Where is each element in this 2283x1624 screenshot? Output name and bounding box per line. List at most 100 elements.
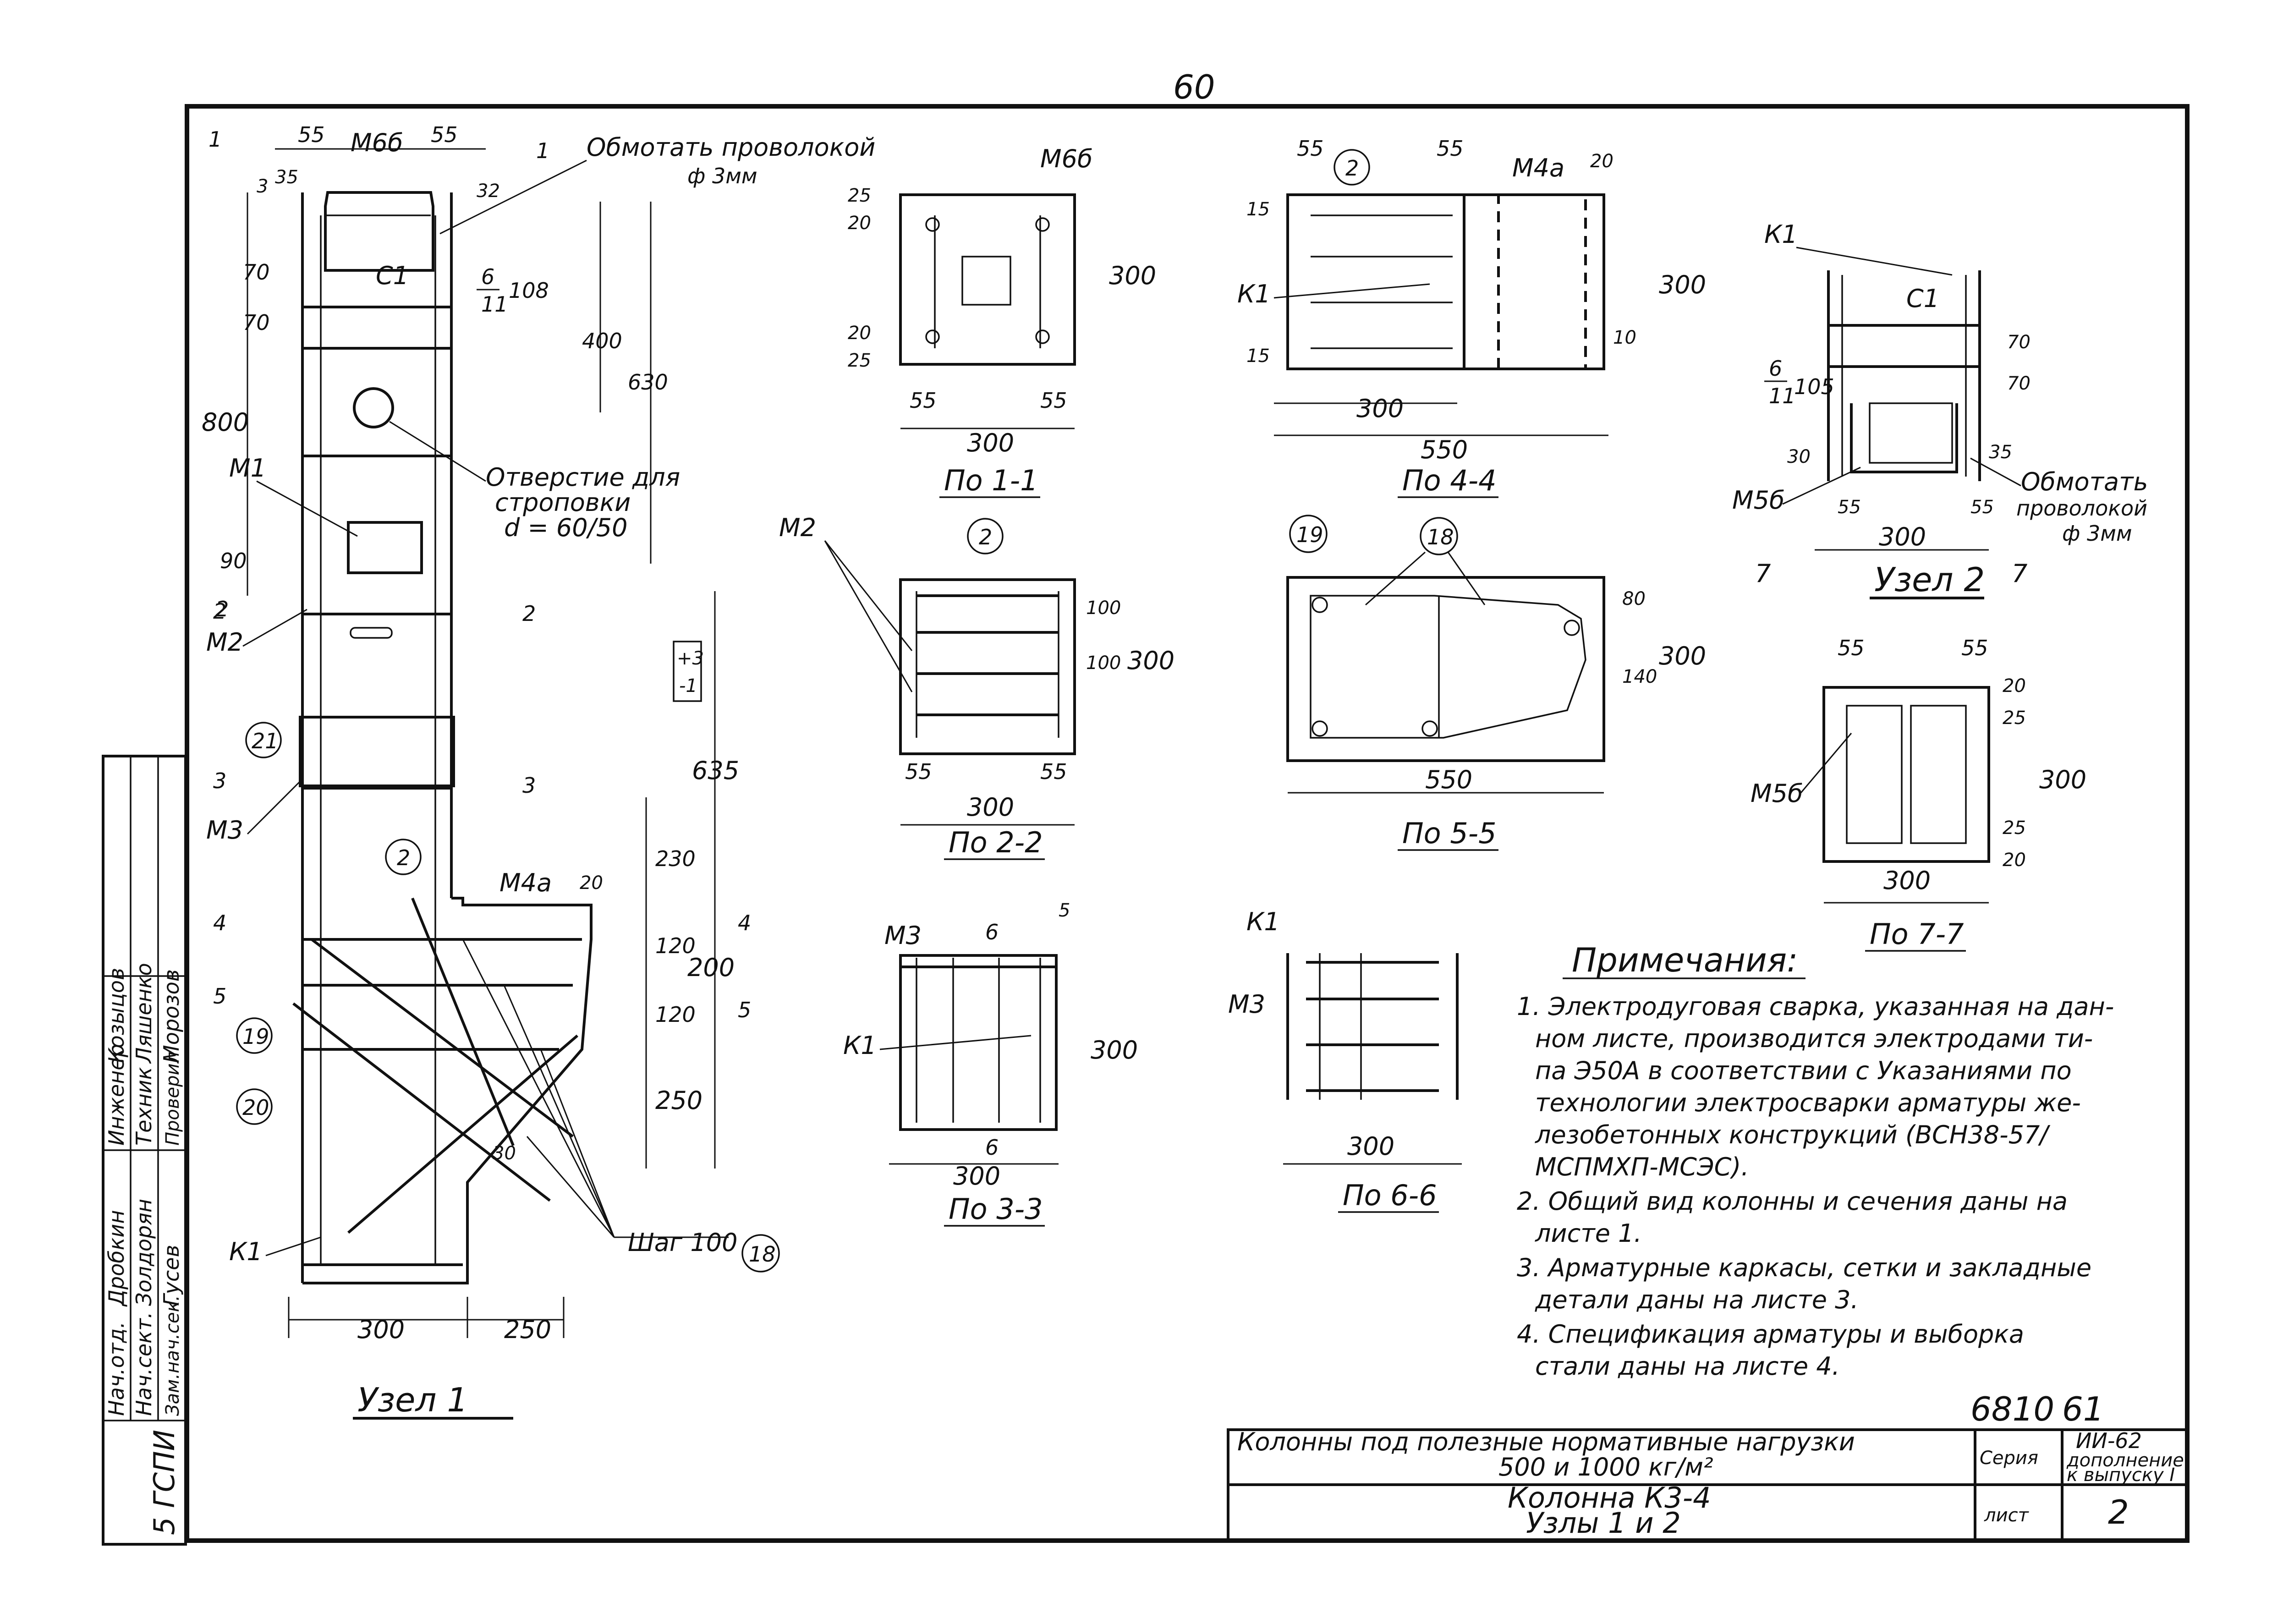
callout-wrap-wire: Обмотать проволокой [587,133,875,162]
s11-top-label: М6б [1040,144,1092,173]
dim-label: 300 [1356,394,1404,423]
mark-18: 18 [749,1242,776,1267]
dim-label: 300 [967,793,1014,822]
node2-k1-label: К1 [1764,220,1798,249]
section-2-2-title: По 2-2 [949,826,1043,859]
section-1-1: М6б 25 20 20 25 300 55 55 300 По 1-1 [848,144,1156,498]
s33-m3-label: М3 [884,921,922,950]
dim-label: 55 [1297,136,1324,161]
section-5-5-title: По 5-5 [1402,817,1497,850]
note-line: 1. Электродуговая сварка, указанная на д… [1517,992,2114,1021]
dim-label: 5 [1059,900,1070,921]
section-4-4-title: По 4-4 [1402,464,1497,497]
note-line: стали даны на листе 4. [1535,1352,1840,1381]
note-line: МСПМХП-МСЭС). [1535,1152,1749,1181]
dim-label: 20 [2003,675,2026,697]
callout-m4-dim: 20 [580,872,603,894]
dim-label: 300 [1883,866,1931,895]
leader-18a [462,939,615,1238]
dim-label: 630 [628,370,668,395]
hook-bar [1850,403,1958,473]
diagonal-bar-3 [347,1034,578,1234]
s44-mark: 2 [1345,156,1359,181]
s22-m2-label: М2 [779,513,816,542]
bar-dot [1564,620,1580,636]
bar-length: 105 [1794,374,1834,399]
section-mark: 3 [522,773,536,798]
bar-dot [1035,217,1050,232]
plate-m1 [347,521,423,574]
section-mark: 2 [522,601,536,626]
callout-m3: М3 [206,816,243,845]
dim-label: 10 [1613,327,1636,348]
diagonal-bar-2 [311,938,574,1138]
node2-wrap: Обмотать [2021,467,2148,496]
callout-k1: К1 [229,1237,263,1266]
bar-dot [1035,329,1050,344]
callout-wrap-dia: ф 3мм [687,164,757,188]
note-line: технологии электросварки арматуры же- [1535,1088,2081,1117]
leader-hole [389,421,486,482]
bar-fraction-top: 6 [481,264,494,289]
bar-dot [1312,720,1328,737]
note-line: па Э50А в соответствии с Указаниями по [1535,1056,2072,1085]
dim-label: 70 [243,260,270,285]
s44-k1-label: К1 [1237,280,1271,308]
section-3-3-title: По 3-3 [949,1192,1043,1226]
dim-label: 300 [1091,1036,1138,1064]
section-mark: 7 [2012,559,2027,588]
stamp-name: Дробкин [104,1210,129,1307]
main-title-2: 500 и 1000 кг/м² [1498,1453,1713,1481]
s66-k1-label: К1 [1246,907,1280,936]
node-1-title: Узел 1 [357,1381,468,1419]
callout-m2: М2 [206,628,243,657]
bar-fraction-bottom: 11 [481,292,508,317]
sheet-value: 2 [2108,1493,2129,1531]
dim-label: 300 [1109,261,1156,290]
dim-label: 55 [1838,636,1865,660]
leader-m2 [242,609,307,647]
bar-dot [1421,720,1438,737]
dim-label: 35 [1989,442,2012,463]
section-mark: 4 [213,911,226,935]
node2-c1-label: С1 [1906,284,1939,313]
section-mark: 6 [985,1135,999,1160]
series-note: дополнение [2066,1450,2184,1471]
tolerance-box [673,641,702,702]
dim-label: 55 [431,122,458,147]
section-mark: 7 [1755,559,1771,588]
tolerance-minus: -1 [679,675,697,697]
section-mark: 1 [209,127,222,152]
doc-number: 6810 [1970,1390,2054,1428]
dim-label: 800 [202,408,249,437]
series-value: ИИ-62 [2076,1428,2142,1453]
dim-label: 55 [298,122,325,147]
tolerance-plus: +3 [677,648,704,669]
dim-label: 550 [1421,435,1468,464]
inner-plate [1846,705,1903,844]
stamp-role: Техник [132,1067,156,1146]
dim-label: 300 [1659,270,1706,299]
mark-21: 21 [252,729,279,753]
dim-label: 55 [1961,636,1988,660]
mark-circle-20 [236,1088,273,1125]
signature-stamp: Нач.отд. Нач.сект. Зам.нач.сек. Инженер … [102,755,187,1546]
diagonal-bar-1 [292,1002,551,1202]
slot [350,627,393,639]
s22-mark: 2 [979,525,992,549]
s77-m5-label: М5б [1751,779,1803,808]
leader-k1 [265,1236,321,1256]
callout-hole-3: d = 60/50 [504,513,627,542]
title-block: Колонны под полезные нормативные нагрузк… [1227,1390,2189,1542]
notes-block: Примечания: 1. Электродуговая сварка, ук… [1517,941,2114,1381]
dim-label: 250 [655,1086,702,1115]
leader-18b [503,985,615,1238]
node2-wrap-3: ф 3мм [2062,521,2132,546]
dim-label: 100 [1086,653,1121,674]
bar-dot [925,217,940,232]
section-core [961,256,1011,306]
leader [824,540,913,651]
leader [824,540,913,692]
section-4-4: 55 55 2 М4а 20 К1 15 15 10 300 300 550 П… [1237,136,1706,498]
